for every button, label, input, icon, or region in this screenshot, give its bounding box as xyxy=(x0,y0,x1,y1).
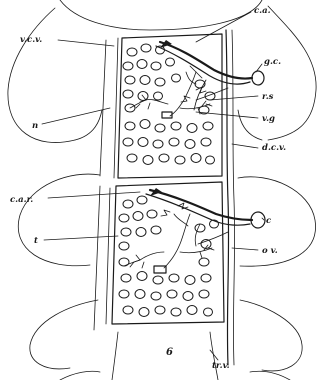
label-trv: tr.v. xyxy=(212,361,230,371)
label-ca: c.a. xyxy=(254,6,271,16)
label-n: n xyxy=(32,121,38,131)
label-dcv: d.c.v. xyxy=(262,143,286,153)
label-t: t xyxy=(34,236,38,246)
label-car: c.a.r. xyxy=(10,195,33,205)
label-c: c xyxy=(266,216,272,226)
figure-number: 6 xyxy=(166,347,173,358)
label-rs: r.s xyxy=(262,92,274,102)
label-vcv: v.c.v. xyxy=(20,35,42,45)
lower-cells xyxy=(119,196,219,317)
label-vg: v.g xyxy=(262,114,275,124)
label-ov: o v. xyxy=(262,246,278,256)
label-gc: g.c. xyxy=(264,57,281,67)
figure-labels: c.a. v.c.v. g.c. n r.s v.g d.c.v. c.a.r.… xyxy=(10,6,286,371)
